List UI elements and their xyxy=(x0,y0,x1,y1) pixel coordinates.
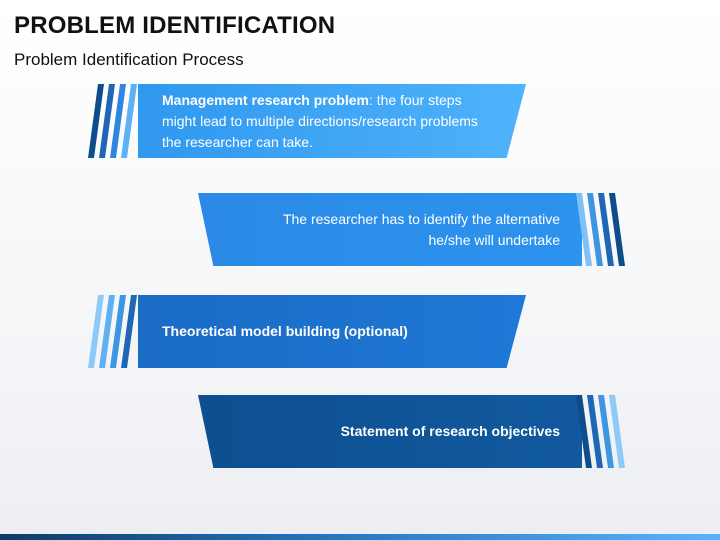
step-2-banner: The researcher has to identify the alter… xyxy=(198,193,582,266)
slide-subtitle: Problem Identification Process xyxy=(14,50,244,69)
step-4-text: Statement of research objectives xyxy=(238,421,560,442)
step-3-text: Theoretical model building (optional) xyxy=(162,321,486,342)
step-4-banner: Statement of research objectives xyxy=(198,395,582,468)
step-4-bold-label: Statement of research objectives xyxy=(340,423,560,439)
step-1-bold-label: Management research problem xyxy=(162,91,369,108)
step-4-stripes xyxy=(576,395,625,468)
footer-bar xyxy=(0,534,720,540)
step-1-description: : the four steps might lead to multiple … xyxy=(162,91,478,150)
step-1-text: Management research problem: the four st… xyxy=(162,90,486,153)
slide-title: PROBLEM IDENTIFICATION xyxy=(14,12,336,39)
step-3-stripes xyxy=(88,295,137,368)
step-1-banner: Management research problem: the four st… xyxy=(138,84,526,158)
step-3-bold-label: Theoretical model building (optional) xyxy=(162,323,408,339)
step-2-stripes xyxy=(576,193,625,266)
step-2-description: The researcher has to identify the alter… xyxy=(282,210,560,248)
step-3-banner: Theoretical model building (optional) xyxy=(138,295,526,368)
step-2-text: The researcher has to identify the alter… xyxy=(238,209,560,251)
step-1-stripes xyxy=(88,84,137,158)
